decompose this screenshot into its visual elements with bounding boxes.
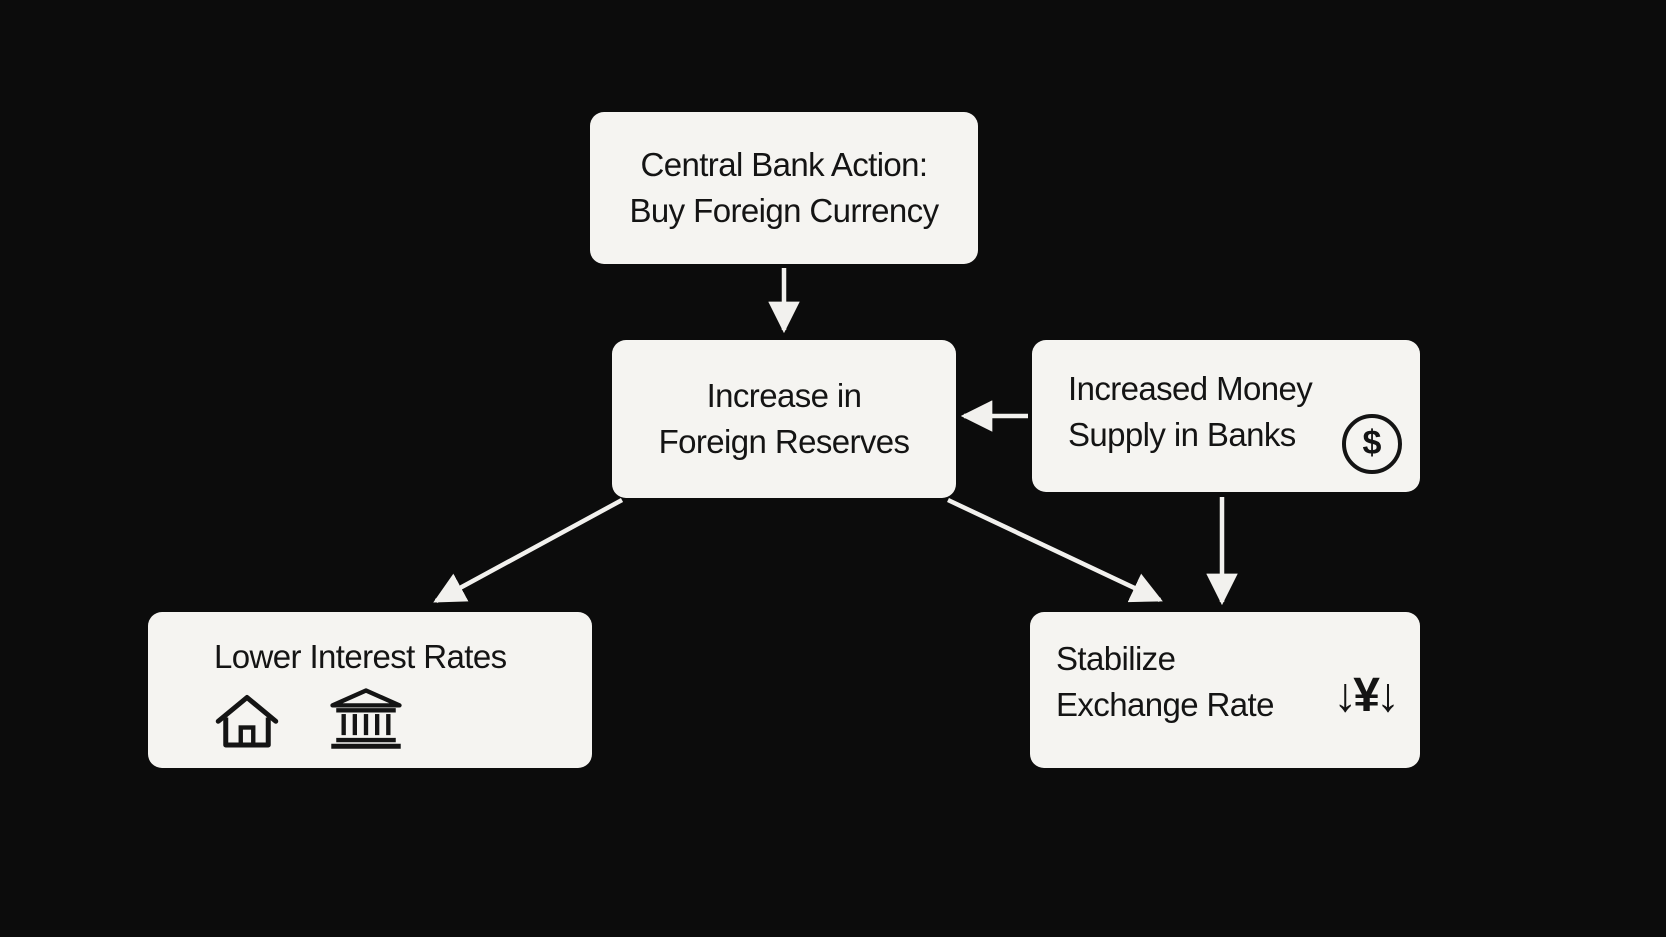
node-money-supply-text: Increased Money Supply in Banks: [1068, 366, 1384, 458]
node-text-line: Exchange Rate: [1056, 686, 1274, 724]
node-text-line: Increased Money: [1068, 370, 1313, 407]
stabilize-content: Stabilize Exchange Rate ↓¥↓: [1056, 636, 1400, 728]
node-stabilize-text: Stabilize Exchange Rate: [1056, 636, 1274, 728]
node-money-supply: Increased Money Supply in Banks $: [1032, 340, 1420, 492]
node-text-line: Supply in Banks: [1068, 416, 1296, 454]
node-text-line: Lower Interest Rates: [214, 638, 507, 675]
node-text-line: Central Bank Action:: [640, 145, 929, 183]
node-text-line: Increase in: [706, 376, 862, 414]
arrow-reserves-to-lower: [433, 498, 624, 603]
node-text-line: Buy Foreign Currency: [629, 192, 940, 229]
house-icon: [214, 690, 280, 762]
yen-exchange-icon: ↓¥↓: [1333, 669, 1400, 723]
bank-icon: [328, 688, 404, 762]
node-central-bank-action-text: Central Bank Action: Buy Foreign Currenc…: [629, 142, 940, 234]
node-central-bank-action: Central Bank Action: Buy Foreign Currenc…: [590, 112, 978, 264]
node-text-line: Stabilize: [1056, 640, 1176, 677]
node-stabilize-exchange-rate: Stabilize Exchange Rate ↓¥↓: [1030, 612, 1420, 768]
lower-interest-icons: [214, 688, 592, 762]
arrow-reserves-to-stabilize: [947, 497, 1163, 603]
node-text-line: Foreign Reserves: [658, 423, 910, 460]
node-lower-interest-rates: Lower Interest Rates: [148, 612, 592, 768]
node-foreign-reserves-text: Increase in Foreign Reserves: [659, 373, 910, 465]
dollar-circle-icon: $: [1342, 414, 1402, 474]
node-foreign-reserves: Increase in Foreign Reserves: [612, 340, 956, 498]
